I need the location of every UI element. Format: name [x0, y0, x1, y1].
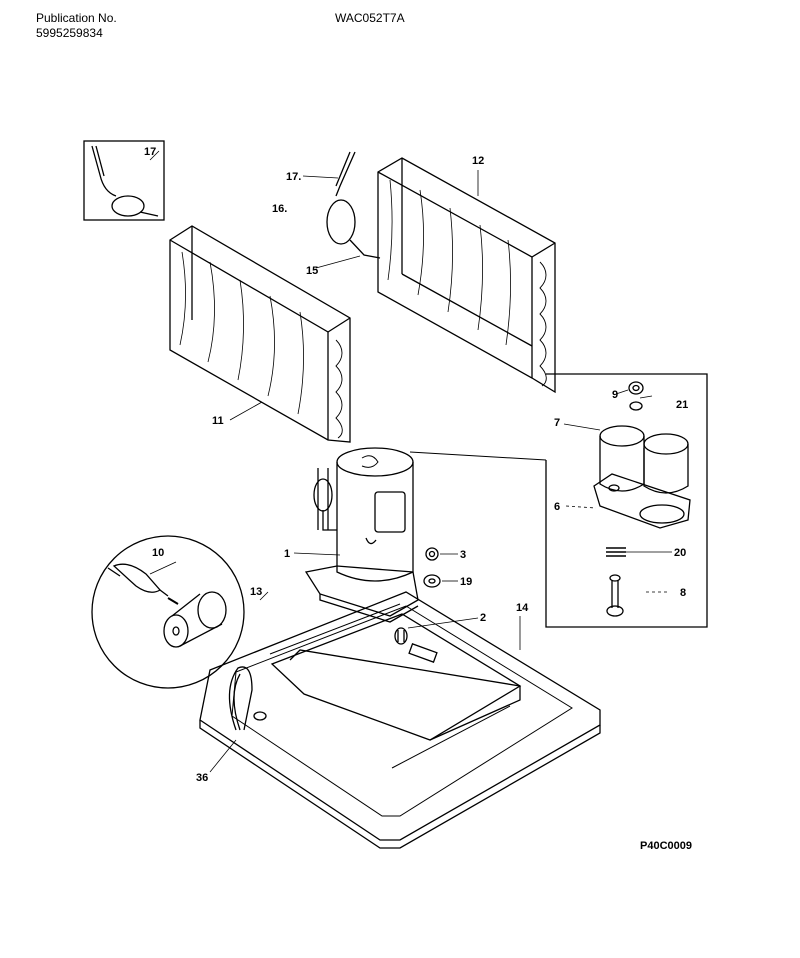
- model-number: WAC052T7A: [335, 11, 405, 25]
- leader-lines: [149, 150, 672, 773]
- drain-loop: [228, 666, 253, 731]
- callout-8: 8: [680, 587, 686, 599]
- grommet-parts: [394, 547, 441, 645]
- callout-14: 14: [516, 602, 529, 614]
- evaporator-coil: [377, 157, 556, 394]
- drawing-id: P40C0009: [640, 840, 692, 852]
- callout-17: 17.: [286, 171, 301, 183]
- callout-19: 19: [460, 576, 472, 588]
- callout-1: 1: [284, 548, 290, 560]
- callout-17-inset: 17: [144, 146, 156, 158]
- compressor: [304, 447, 419, 623]
- condenser-coil: [169, 225, 351, 443]
- callout-2: 2: [480, 612, 486, 624]
- inset-compressor-parts: [409, 373, 708, 628]
- thermostat-capillary: [326, 151, 381, 259]
- callout-15: 15: [306, 265, 318, 277]
- callout-21: 21: [676, 399, 688, 411]
- publication-label: Publication No.: [36, 11, 117, 25]
- callout-10: 10: [152, 547, 164, 559]
- callout-36: 36: [196, 772, 208, 784]
- callout-9: 9: [612, 389, 618, 401]
- callout-11: 11: [212, 415, 224, 427]
- callout-3: 3: [460, 549, 466, 561]
- capacitor-detail-circle: [91, 535, 245, 689]
- callout-13: 13: [250, 586, 262, 598]
- inset-thermostat-bulb: [83, 140, 165, 221]
- callout-20: 20: [674, 547, 686, 559]
- callout-16: 16.: [272, 203, 287, 215]
- callout-6: 6: [554, 501, 560, 513]
- callout-12: 12: [472, 155, 484, 167]
- callout-7: 7: [554, 417, 560, 429]
- base-pan: [199, 591, 601, 849]
- publication-number: 5995259834: [36, 26, 103, 40]
